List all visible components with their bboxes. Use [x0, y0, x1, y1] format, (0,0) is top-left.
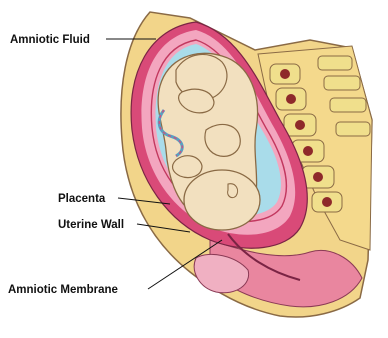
spinal-bar: [330, 98, 366, 112]
spinal-bar: [324, 76, 360, 90]
label-placenta: Placenta: [58, 193, 106, 205]
vertebra-hole: [286, 94, 296, 104]
label-amniotic-fluid: Amniotic Fluid: [10, 34, 90, 46]
label-amniotic-membrane: Amniotic Membrane: [8, 284, 118, 296]
fetus-hand: [173, 156, 202, 178]
vertebra-hole: [280, 69, 290, 79]
spinal-bar: [336, 122, 370, 136]
label-uterine-wall: Uterine Wall: [58, 219, 124, 231]
vertebra-hole: [322, 197, 332, 207]
vertebra-hole: [303, 146, 313, 156]
vertebra-hole: [313, 172, 323, 182]
spinal-bar: [318, 56, 352, 70]
vertebra-hole: [295, 120, 305, 130]
fetus-arm: [205, 124, 240, 156]
fetus-head: [184, 170, 260, 230]
